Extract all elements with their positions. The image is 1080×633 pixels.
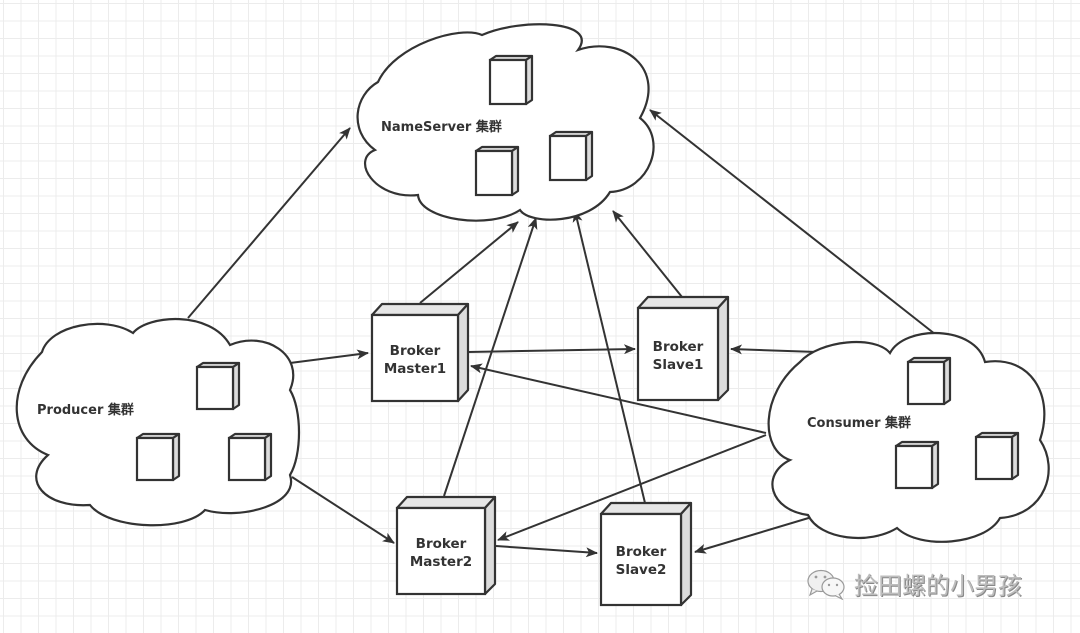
broker-label-line1: Broker xyxy=(653,339,704,355)
edge-consumer-to-slave2 xyxy=(694,513,823,554)
server-icon xyxy=(974,431,1020,481)
edge-producer-to-master1 xyxy=(289,349,369,364)
edge-slave2-to-nameserver xyxy=(572,210,646,504)
broker-master2: Broker Master2 xyxy=(395,495,497,596)
cloud-producer: Producer 集群 xyxy=(15,318,301,527)
watermark: 捡田螺的小男孩 xyxy=(806,566,1022,601)
server-icon xyxy=(474,145,520,197)
server-icon xyxy=(906,356,952,406)
broker-label-line1: Broker xyxy=(390,343,441,359)
wechat-icon xyxy=(807,569,845,600)
edge-consumer-to-master2 xyxy=(497,434,767,541)
watermark-text: 捡田螺的小男孩 xyxy=(854,572,1022,600)
broker-label-line2: Slave2 xyxy=(616,562,667,578)
edge-master1-to-nameserver xyxy=(419,221,519,304)
edge-master2-to-nameserver xyxy=(443,217,538,497)
edge-consumer-to-slave1 xyxy=(730,344,818,355)
edge-slave1-to-nameserver xyxy=(612,210,683,298)
cloud-nameserver: NameServer 集群 xyxy=(356,23,655,222)
broker-label-line2: Slave1 xyxy=(653,357,704,373)
server-icon xyxy=(195,361,241,411)
cloud-shape xyxy=(767,332,1050,543)
broker-label-line1: Broker xyxy=(416,536,467,552)
broker-label-line2: Master1 xyxy=(384,361,446,377)
broker-master1: Broker Master1 xyxy=(370,302,470,403)
server-icon xyxy=(488,54,534,106)
cloud-label: Consumer 集群 xyxy=(807,415,911,431)
cloud-label: Producer 集群 xyxy=(37,402,134,418)
edge-master1-to-slave1 xyxy=(467,344,636,355)
server-icon xyxy=(548,130,594,182)
cloud-consumer: Consumer 集群 xyxy=(767,332,1050,543)
server-icon xyxy=(227,432,273,482)
edge-consumer-to-master1 xyxy=(470,363,767,434)
server-icon xyxy=(135,432,181,482)
cloud-label: NameServer 集群 xyxy=(381,119,502,135)
edge-consumer-to-nameserver xyxy=(649,109,941,339)
broker-label-line1: Broker xyxy=(616,544,667,560)
broker-label-line2: Master2 xyxy=(410,554,472,570)
cloud-shape xyxy=(15,318,301,527)
edge-producer-to-master2 xyxy=(291,476,395,544)
broker-slave1: Broker Slave1 xyxy=(636,295,730,402)
server-icon xyxy=(894,440,940,490)
edge-producer-to-nameserver xyxy=(187,127,351,319)
edges xyxy=(187,109,941,558)
edge-master2-to-slave2 xyxy=(495,545,598,558)
broker-slave2: Broker Slave2 xyxy=(599,501,693,607)
